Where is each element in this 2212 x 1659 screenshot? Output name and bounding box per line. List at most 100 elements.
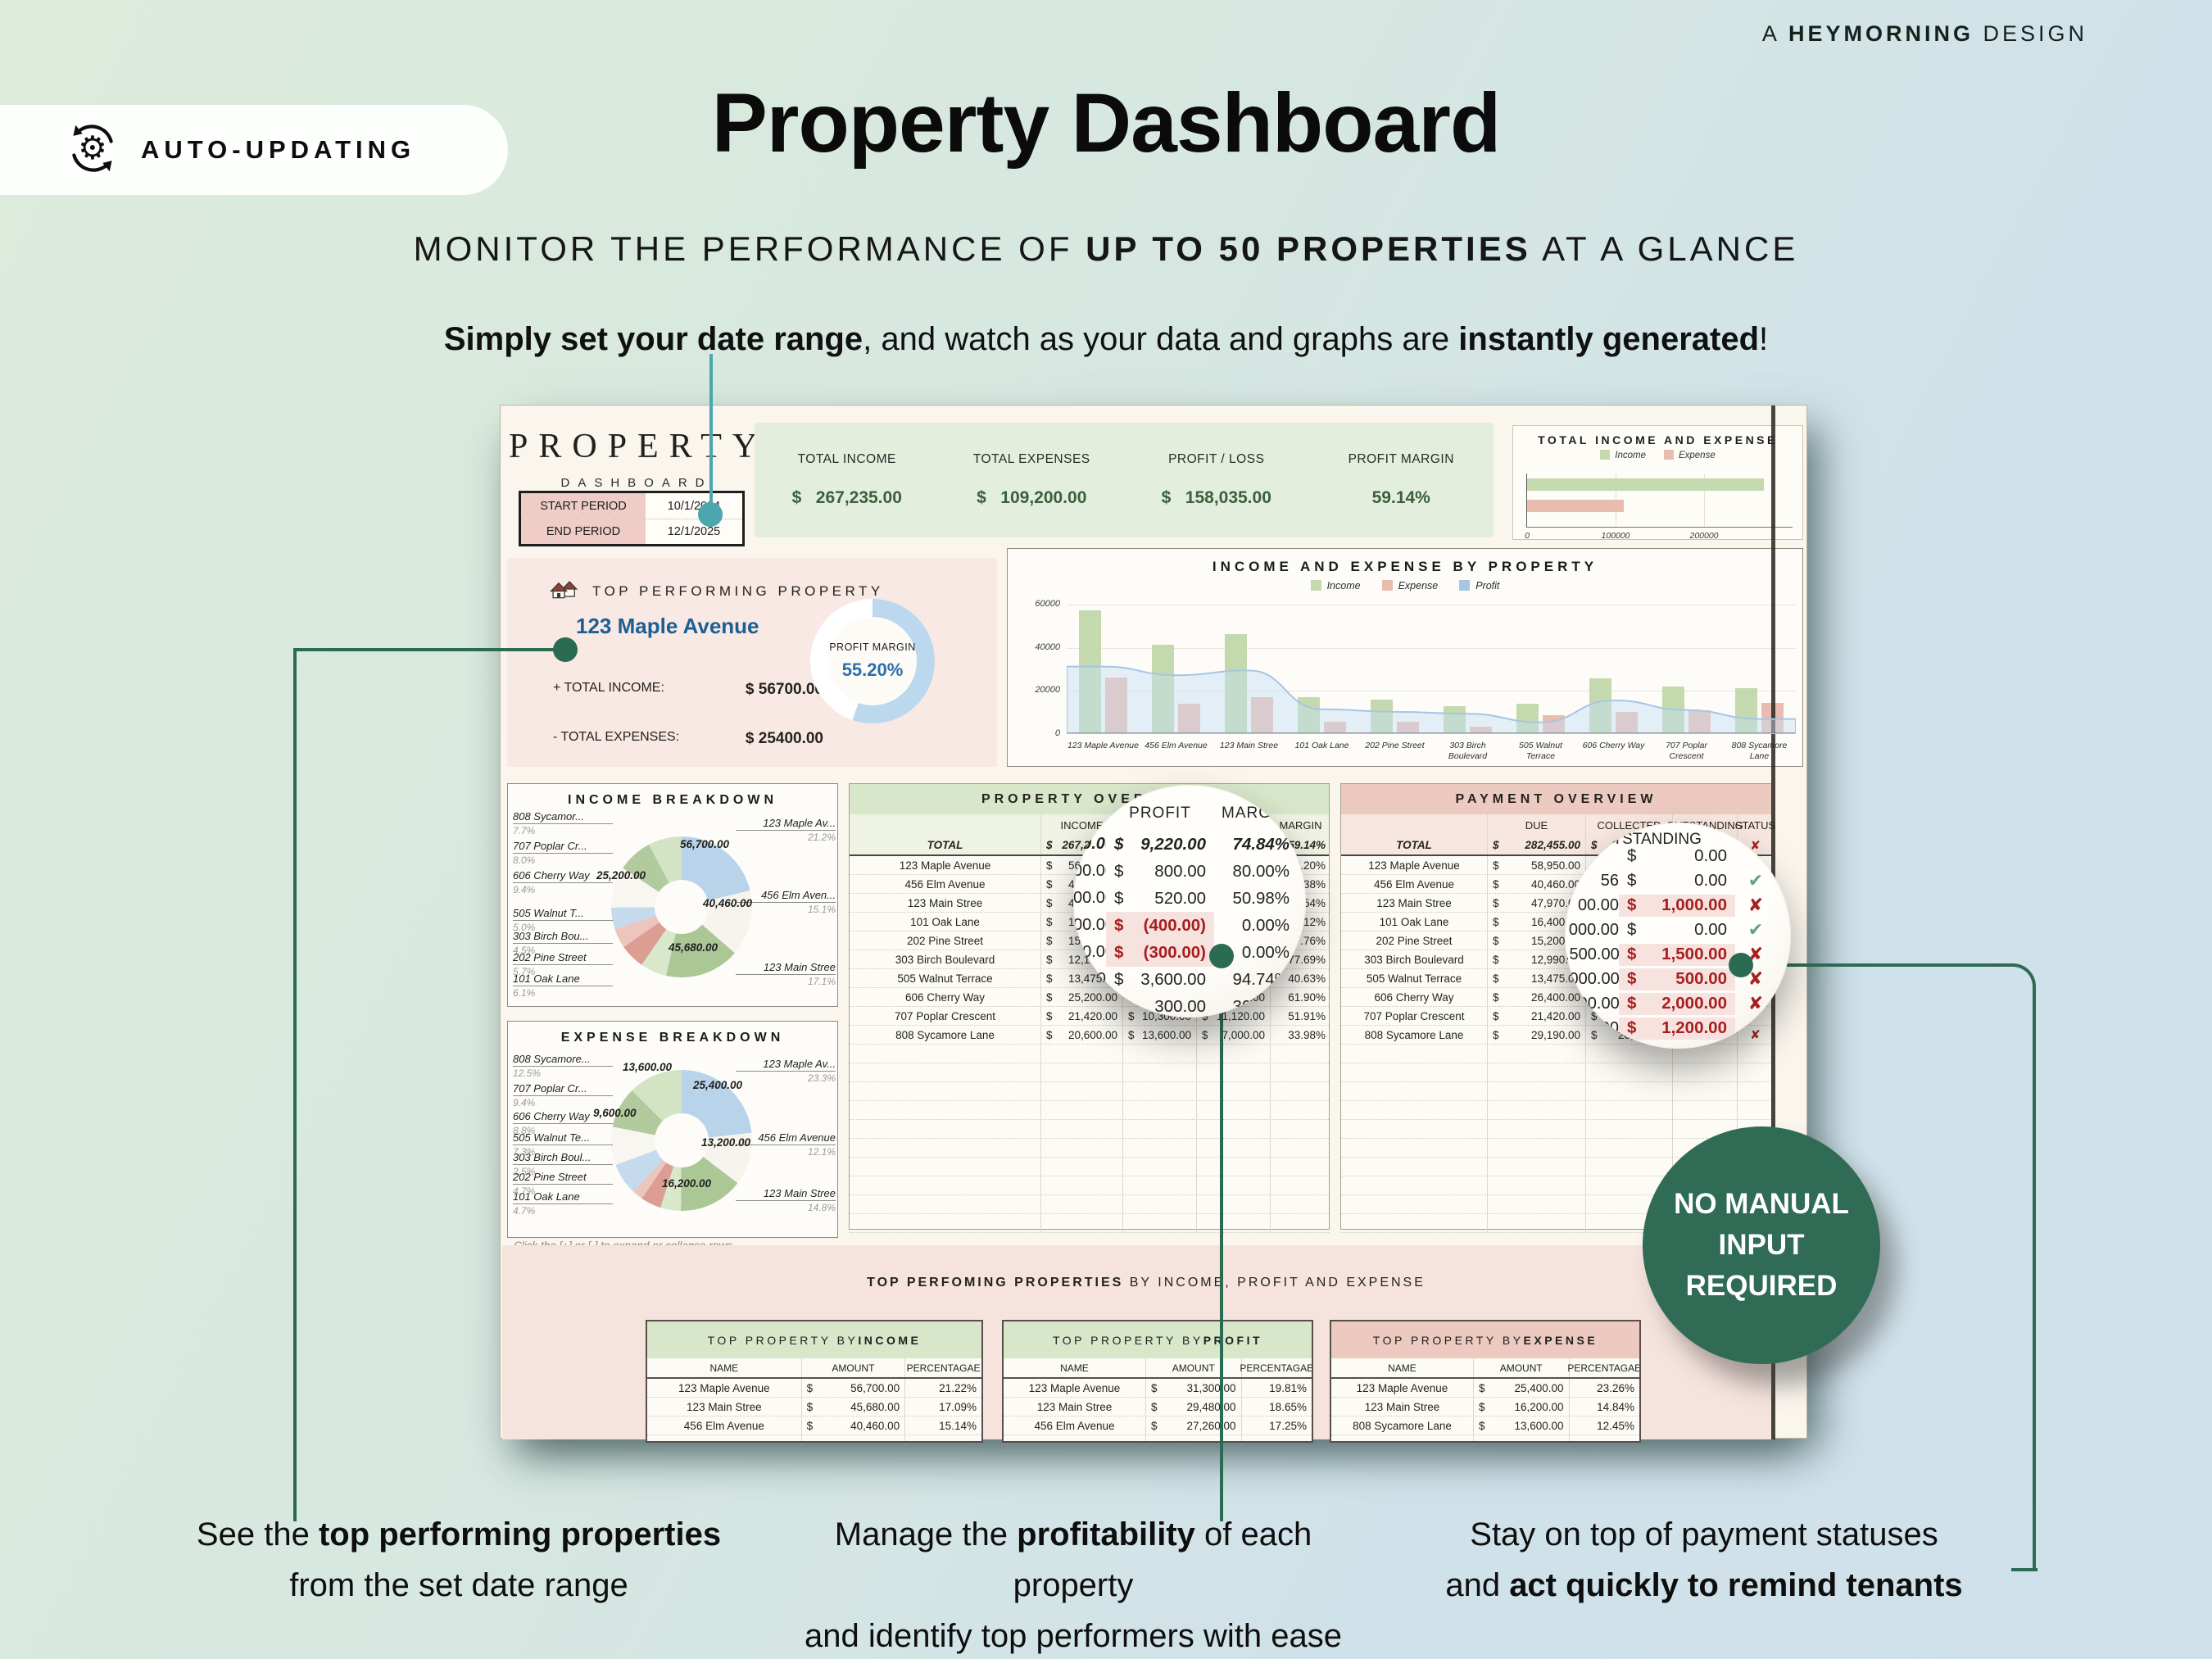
lens-margin-header: MARGIN xyxy=(1222,804,1289,822)
table-cell-amount xyxy=(1145,1435,1241,1441)
text-part: TOP PERFOMING PROPERTIES xyxy=(867,1276,1124,1290)
mini-table-name-cell xyxy=(1331,1435,1473,1441)
amount-value: 16,200.00 xyxy=(1514,1400,1564,1413)
big-legend-item: Expense xyxy=(1381,580,1438,592)
top-property-income-label: + TOTAL INCOME: xyxy=(553,681,664,695)
big-chart-group xyxy=(1723,605,1796,732)
donut-slice-value: 25,200.00 xyxy=(596,869,646,882)
callout-line-left-vertical xyxy=(293,648,297,1521)
mini-table-title-metric: PROFIT xyxy=(1203,1333,1263,1347)
auto-updating-label: AUTO-UPDATING xyxy=(141,135,416,164)
table-empty-cell xyxy=(1672,1063,1737,1081)
table-empty-cell xyxy=(1122,1063,1196,1081)
margin-cell: 51.91% xyxy=(1270,1007,1330,1025)
table-cell-amount: $29,190.00 xyxy=(1487,1026,1585,1044)
currency-symbol: $ xyxy=(1493,972,1499,985)
text-part: A xyxy=(1761,21,1788,46)
date-period-label: END PERIOD xyxy=(521,519,646,544)
lens-expense-fragment: 00.00 xyxy=(1073,889,1106,907)
currency-symbol: $ xyxy=(1478,1419,1485,1432)
table-empty-cell xyxy=(1585,1195,1672,1213)
sheet-logo-sub: DASHBOARD xyxy=(560,476,713,490)
text-part: of each property xyxy=(1013,1516,1312,1603)
income-breakdown-title: INCOME BREAKDOWN xyxy=(568,793,777,807)
big-chart-group xyxy=(1140,605,1213,732)
callout-line2: and act quickly to remind tenants xyxy=(1421,1560,1987,1611)
currency-symbol: $ xyxy=(1114,969,1124,989)
table-empty-cell xyxy=(1737,1045,1773,1063)
table-empty-cell xyxy=(850,1045,1040,1063)
callout-line2: from the set date range xyxy=(188,1560,729,1611)
table-cell-amount: $40,460.00 xyxy=(800,1416,904,1435)
currency-symbol: $ xyxy=(1114,915,1124,935)
table-empty-cell xyxy=(1122,1139,1196,1157)
currency-symbol: $ xyxy=(1627,920,1637,939)
table-empty-cell xyxy=(850,1120,1040,1138)
summary-metric-value: $ 158,035.00 xyxy=(1161,488,1271,507)
mini-legend-item: Expense xyxy=(1663,450,1716,460)
table-cell-amount: $25,400.00 xyxy=(1472,1379,1569,1397)
top-property-name[interactable]: 123 Maple Avenue xyxy=(576,614,759,638)
amount-value: (300.00) xyxy=(1143,942,1206,962)
mini-table-title-pre: TOP PROPERTY BY xyxy=(707,1333,859,1347)
lens-outstanding-cell: $1,000.00 xyxy=(1619,894,1735,917)
date-period-value[interactable]: 10/1/2024 xyxy=(667,499,721,513)
table-header-cell: STATUS xyxy=(1735,814,1775,836)
currency-symbol: $ xyxy=(1493,839,1499,851)
property-name-cell: 606 Cherry Way xyxy=(1374,990,1454,1004)
lens-profit-cell: $300.00 xyxy=(1106,993,1214,1018)
lens-status-check-icon: ✔ xyxy=(1747,870,1764,891)
currency-symbol: $ xyxy=(1114,996,1124,1016)
donut-slice-value: 16,200.00 xyxy=(662,1177,712,1190)
big-chart-xtick: 808 Sycamore Lane xyxy=(1731,741,1788,762)
lens-payment-row: 000.00$1,200.00✘ xyxy=(1565,1016,1776,1040)
mini-table-header-cell: AMOUNT xyxy=(1145,1358,1241,1377)
donut-label: 123 Maple Av...23.3% xyxy=(736,1058,836,1084)
mini-chart-bar xyxy=(1527,500,1624,512)
table-empty-cell xyxy=(1487,1195,1585,1213)
table-empty-cell xyxy=(1196,1063,1270,1081)
table-empty-cell xyxy=(1672,1120,1737,1138)
donut-label: 456 Elm Aven...15.1% xyxy=(736,889,836,915)
text-part: HEYMORNING xyxy=(1788,21,1974,46)
currency-symbol: $ xyxy=(1627,969,1637,988)
legend-swatch-icon xyxy=(1310,580,1321,591)
table-empty-cell xyxy=(1487,1214,1585,1232)
donut-label-name: 303 Birch Bou... xyxy=(513,930,613,944)
date-period-value[interactable]: 12/1/2025 xyxy=(667,525,721,538)
date-period-row: END PERIOD 12/1/2025 xyxy=(521,519,742,544)
amount-value: 20,600.00 xyxy=(1067,1028,1117,1041)
donut-label-percent: 14.8% xyxy=(807,1202,836,1213)
donut-label-name: 606 Cherry Way xyxy=(513,1110,613,1124)
mini-chart-tick-label: 0 xyxy=(1525,531,1530,541)
table-empty-cell xyxy=(1341,1101,1487,1119)
donut-label-percent: 17.1% xyxy=(807,976,836,987)
text-part: MONITOR THE PERFORMANCE OF xyxy=(413,229,1086,268)
gauge-label: PROFIT MARGIN xyxy=(829,641,916,653)
text-part: DESIGN xyxy=(1973,21,2087,46)
breakdown-donut xyxy=(611,836,752,977)
expense-bar xyxy=(1324,722,1346,732)
table-empty-cell xyxy=(1040,1101,1122,1119)
mini-table-name-cell: 123 Maple Avenue xyxy=(1028,1381,1121,1394)
table-empty-cell xyxy=(1585,1176,1672,1194)
table-empty-cell xyxy=(1196,1176,1270,1194)
mini-table-percent-cell: 18.65% xyxy=(1240,1398,1312,1416)
amount-value: 282,455.00 xyxy=(1525,839,1580,851)
summary-metric-label: TOTAL EXPENSES xyxy=(972,452,1090,466)
donut-label-name: 456 Elm Avenue xyxy=(736,1131,836,1145)
table-empty-row xyxy=(850,1082,1329,1101)
table-cell-amount: $26,400.00 xyxy=(1487,988,1585,1006)
donut-slice-value: 9,600.00 xyxy=(593,1107,637,1119)
table-empty-cell xyxy=(850,1139,1040,1157)
donut-label-name: 505 Walnut T... xyxy=(513,907,613,921)
amount-value: 58,950.00 xyxy=(1530,859,1580,872)
